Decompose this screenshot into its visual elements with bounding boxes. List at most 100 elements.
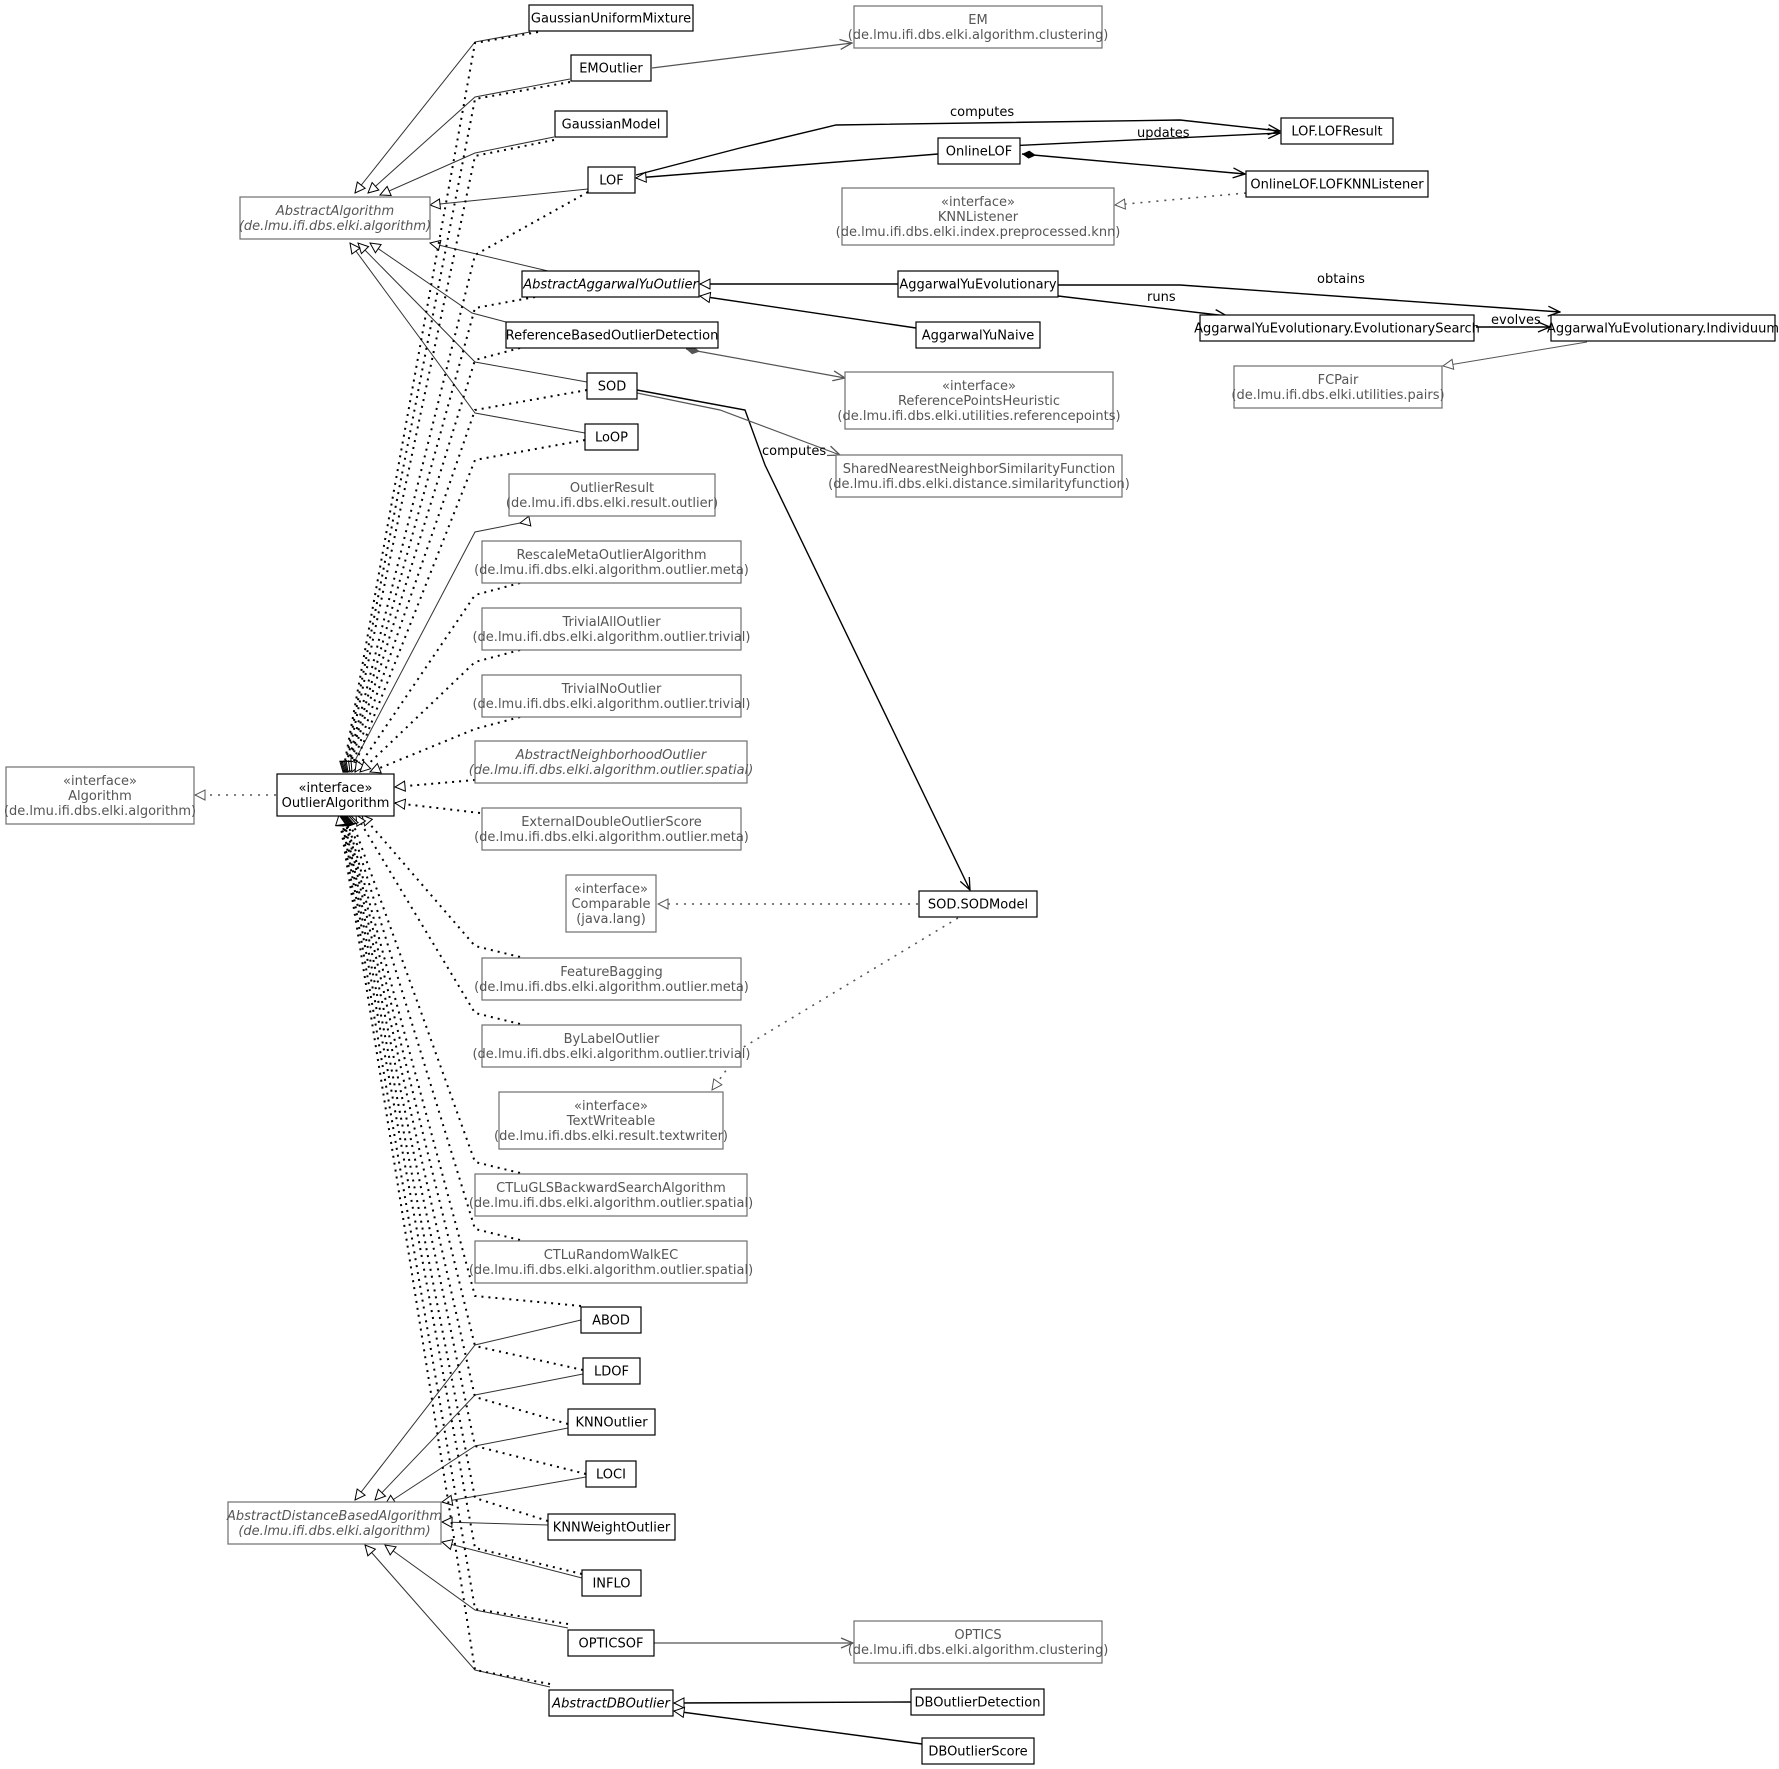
node-box: [474, 1240, 748, 1284]
node-fcpair[interactable]: FCPair(de.lmu.ifi.dbs.elki.utilities.pai…: [1231, 365, 1445, 409]
node-loci[interactable]: LOCI: [585, 1460, 637, 1488]
node-trivialalloutlier[interactable]: TrivialAllOutlier(de.lmu.ifi.dbs.elki.al…: [472, 607, 751, 651]
node-box: [937, 137, 1021, 165]
node-label: (de.lmu.ifi.dbs.elki.algorithm): [4, 804, 196, 819]
edge-label-onlinelof-updates: updates: [1137, 126, 1190, 141]
node-box: [835, 454, 1123, 498]
node-dboutlierscore[interactable]: DBOutlierScore: [921, 1737, 1035, 1765]
node-outlieralgorithm[interactable]: «interface»OutlierAlgorithm: [276, 773, 395, 817]
edge-opticsof-implements-outlieralgorithm: [340, 815, 569, 1625]
node-inflo[interactable]: INFLO: [581, 1569, 642, 1597]
node-label: LOCI: [596, 1468, 626, 1483]
node-opticsof[interactable]: OPTICSOF: [567, 1629, 655, 1657]
node-em[interactable]: EM(de.lmu.ifi.dbs.elki.algorithm.cluster…: [848, 5, 1109, 49]
node-box: [481, 607, 742, 651]
node-algorithm[interactable]: «interface»Algorithm(de.lmu.ifi.dbs.elki…: [4, 766, 196, 825]
node-box: [567, 1629, 655, 1657]
edge-ctlugls-implements-outlieralgorithm: [350, 815, 521, 1174]
edge-inflo-implements-outlieralgorithm: [341, 815, 583, 1575]
node-optics[interactable]: OPTICS(de.lmu.ifi.dbs.elki.algorithm.clu…: [848, 1620, 1109, 1664]
node-box: [585, 1460, 637, 1488]
edge-outlierresult-extends: [350, 523, 520, 770]
node-label: AggarwalYuEvolutionary: [899, 278, 1057, 293]
node-abstractaggarwalyuoutlier[interactable]: AbstractAggarwalYuOutlier: [521, 270, 700, 298]
node-label: (de.lmu.ifi.dbs.elki.index.preprocessed.…: [836, 225, 1121, 240]
node-knnoutlier[interactable]: KNNOutlier: [567, 1408, 656, 1436]
edge-evolutionary-runs-search: [1057, 295, 1227, 316]
node-loop[interactable]: LoOP: [584, 423, 639, 451]
node-emoutlier[interactable]: EMOutlier: [570, 54, 652, 82]
node-knnweightoutlier[interactable]: KNNWeightOutlier: [547, 1513, 676, 1541]
edge-ctlurandomwalk-implements-outlieralgorithm: [348, 815, 521, 1241]
node-label: INFLO: [592, 1577, 630, 1592]
node-referencebasedoutlierdetection[interactable]: ReferenceBasedOutlierDetection: [505, 321, 719, 349]
node-gaussianuniformmixture[interactable]: GaussianUniformMixture: [528, 4, 694, 32]
node-ctlurandomwalkec[interactable]: CTLuRandomWalkEC(de.lmu.ifi.dbs.elki.alg…: [469, 1240, 753, 1284]
node-label: KNNWeightOutlier: [553, 1521, 671, 1536]
node-abstractalgorithm[interactable]: AbstractAlgorithm(de.lmu.ifi.dbs.elki.al…: [239, 196, 431, 240]
node-label: (de.lmu.ifi.dbs.elki.algorithm): [239, 219, 431, 234]
node-comparable[interactable]: «interface»Comparable(java.lang): [565, 874, 657, 933]
node-externaldoubleoutlierscore[interactable]: ExternalDoubleOutlierScore(de.lmu.ifi.db…: [474, 807, 749, 851]
edge-label-search-evolves: evolves: [1491, 313, 1541, 328]
node-label: (de.lmu.ifi.dbs.elki.distance.similarity…: [828, 477, 1130, 492]
node-gaussianmodel[interactable]: GaussianModel: [554, 110, 668, 138]
node-box: [581, 1569, 642, 1597]
node-sod-sodmodel[interactable]: SOD.SODModel: [918, 890, 1038, 918]
edge-sod-computes-sodmodel: [636, 389, 970, 890]
node-stereotype: «interface»: [63, 774, 137, 789]
node-label: OutlierAlgorithm: [282, 796, 390, 811]
edge-loop-extends-abstractalgorithm: [350, 243, 586, 434]
node-label: OnlineLOF.LOFKNNListener: [1250, 178, 1424, 193]
edge-gaussianuniformmixture-extends-abstractalgorithm: [355, 31, 531, 193]
node-label: ReferenceBasedOutlierDetection: [506, 329, 719, 344]
node-box: [584, 423, 639, 451]
edge-inflo-extends-abstractdistancebased: [442, 1542, 583, 1579]
edge-lof-implements-outlieralgorithm: [346, 191, 589, 772]
node-abod[interactable]: ABOD: [580, 1306, 642, 1334]
node-sod[interactable]: SOD: [586, 372, 638, 400]
node-label: (de.lmu.ifi.dbs.elki.algorithm.outlier.t…: [472, 697, 750, 712]
node-individuum[interactable]: AggarwalYuEvolutionary.Individuum: [1547, 314, 1779, 342]
node-outlierresult[interactable]: OutlierResult(de.lmu.ifi.dbs.elki.result…: [506, 473, 718, 517]
node-referencepointsheuristic[interactable]: «interface»ReferencePointsHeuristic(de.l…: [837, 371, 1121, 430]
node-textwriteable[interactable]: «interface»TextWriteable(de.lmu.ifi.dbs.…: [494, 1091, 728, 1150]
node-box: [481, 674, 742, 718]
edge-trivialall-implements-outlieralgorithm: [360, 649, 521, 772]
node-aggarwalyunaive[interactable]: AggarwalYuNaive: [915, 321, 1041, 349]
node-featurebagging[interactable]: FeatureBagging(de.lmu.ifi.dbs.elki.algor…: [474, 957, 749, 1001]
node-onlinelof[interactable]: OnlineLOF: [937, 137, 1021, 165]
node-onlinelof-lofknnlistener[interactable]: OnlineLOF.LOFKNNListener: [1245, 170, 1429, 198]
node-box: [239, 196, 431, 240]
edge-abstractdboutlier-extends-abstractdistancebased: [365, 1545, 551, 1688]
node-label: CTLuGLSBackwardSearchAlgorithm: [496, 1181, 726, 1196]
edge-lof-computes-lofresult: [635, 119, 1280, 176]
node-box: [481, 1024, 742, 1068]
node-ctluglsbackwardsearchalgorithm[interactable]: CTLuGLSBackwardSearchAlgorithm(de.lmu.if…: [469, 1173, 753, 1217]
node-box: [844, 371, 1114, 430]
node-lof[interactable]: LOF: [587, 166, 636, 194]
node-evolutionarysearch[interactable]: AggarwalYuEvolutionary.EvolutionarySearc…: [1194, 314, 1480, 342]
node-box: [565, 874, 657, 933]
node-bylabeloutlier[interactable]: ByLabelOutlier(de.lmu.ifi.dbs.elki.algor…: [472, 1024, 751, 1068]
node-box: [567, 1408, 656, 1436]
node-dboutlierdetection[interactable]: DBOutlierDetection: [910, 1688, 1045, 1716]
node-box: [921, 1737, 1035, 1765]
node-abstractdboutlier[interactable]: AbstractDBOutlier: [548, 1689, 674, 1717]
node-ldof[interactable]: LDOF: [582, 1357, 641, 1385]
edge-knnweightoutlier-implements-outlieralgorithm: [342, 815, 549, 1522]
node-label: (de.lmu.ifi.dbs.elki.algorithm.outlier.t…: [472, 630, 750, 645]
node-trivialnooutlier[interactable]: TrivialNoOutlier(de.lmu.ifi.dbs.elki.alg…: [472, 674, 751, 718]
node-snnsimilarityfunction[interactable]: SharedNearestNeighborSimilarityFunction(…: [828, 454, 1130, 498]
node-knnlistener[interactable]: «interface»KNNListener(de.lmu.ifi.dbs.el…: [836, 187, 1121, 246]
node-label: AbstractDistanceBasedAlgorithm: [226, 1509, 442, 1524]
edge-referencebased-implements-outlieralgorithm: [348, 347, 521, 772]
node-abstractneighborhoodoutlier[interactable]: AbstractNeighborhoodOutlier(de.lmu.ifi.d…: [469, 740, 754, 784]
node-box: [276, 773, 395, 817]
node-label: (java.lang): [576, 912, 646, 927]
edges: computes updates obtains runs evolves co…: [195, 31, 1588, 1745]
node-aggarwalyuevolutionary[interactable]: AggarwalYuEvolutionary: [897, 270, 1059, 298]
node-rescalemetaoutlieralgorithm[interactable]: RescaleMetaOutlierAlgorithm(de.lmu.ifi.d…: [474, 540, 749, 584]
node-abstractdistancebasedalgorithm[interactable]: AbstractDistanceBasedAlgorithm(de.lmu.if…: [226, 1501, 442, 1545]
node-lof-lofresult[interactable]: LOF.LOFResult: [1280, 117, 1394, 145]
